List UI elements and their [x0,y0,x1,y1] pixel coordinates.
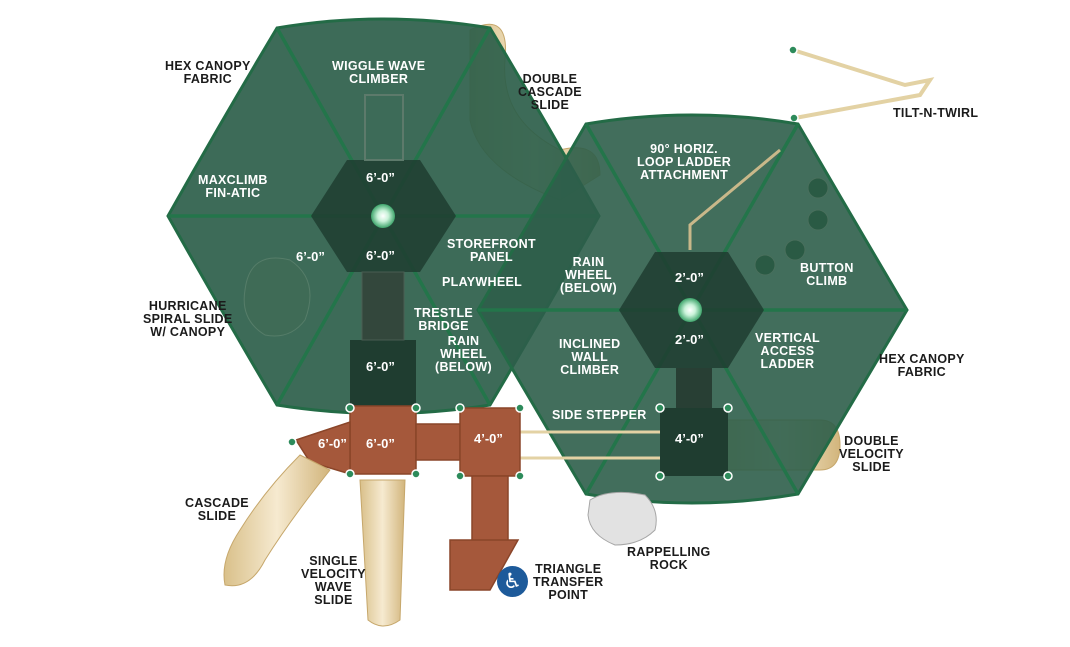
label-cascade-slide: CASCADE SLIDE [185,496,249,523]
label-single-velocity-wave-slide: SINGLE VELOCITY WAVE SLIDE [301,554,366,607]
label-triangle-transfer-point: TRIANGLE TRANSFER POINT [533,562,604,602]
label-maxclimb-fin-atic: MAXCLIMB FIN-ATIC [198,173,268,200]
label-loop-ladder: 90° HORIZ. LOOP LADDER ATTACHMENT [637,142,732,182]
label-inclined-wall-climber: INCLINED WALL CLIMBER [559,337,621,377]
label-tilt-n-twirl: TILT-N-TWIRL [893,106,979,120]
label-hex-canopy-fabric-left: HEX CANOPY FABRIC [165,59,251,86]
label-hex-canopy-fabric-right: HEX CANOPY FABRIC [879,352,965,379]
rappelling-rock-shape [587,491,657,546]
dim-left-tower: 6’-0” [366,359,395,374]
dim-right-hex-bottom: 2’-0” [675,332,704,347]
dim-left-hex-side: 6’-0” [296,249,325,264]
label-rappelling-rock: RAPPELLING ROCK [627,545,711,572]
label-double-velocity-slide: DOUBLE VELOCITY SLIDE [839,434,904,474]
label-playwheel: PLAYWHEEL [442,275,523,289]
label-side-stepper: SIDE STEPPER [552,408,647,422]
dim-left-hex-top: 6’-0” [366,170,395,185]
label-trestle-bridge: TRESTLE BRIDGE [414,306,474,333]
dim-deck-left: 6’-0” [318,436,347,451]
cascade-slide-shape [223,454,331,587]
label-wiggle-wave-climber: WIGGLE WAVE CLIMBER [332,59,426,86]
brown-decks [294,405,521,591]
label-button-climb: BUTTON CLIMB [800,261,854,288]
dim-deck-center: 6’-0” [366,436,395,451]
label-hurricane-spiral-slide: HURRICANE SPIRAL SLIDE W/ CANOPY [143,299,233,339]
label-rain-wheel-left: RAIN WHEEL (BELOW) [435,334,492,374]
dim-right-deck: 4’-0” [675,431,704,446]
dim-right-hex-top: 2’-0” [675,270,704,285]
left-tower-deck [350,340,416,406]
label-storefront-panel: STOREFRONT PANEL [447,237,536,264]
label-double-cascade-slide: DOUBLE CASCADE SLIDE [518,72,582,112]
dim-left-hex-bottom: 6’-0” [366,248,395,263]
corner-posts [287,403,733,481]
right-hex-canopy [476,113,909,505]
trestle-bridge-shape [361,271,405,341]
dim-deck-small: 4’-0” [474,431,503,446]
hurricane-spiral-slide-shape [243,257,311,337]
single-velocity-wave-slide-shape [359,479,406,627]
wiggle-wave-ladder [364,94,404,161]
label-rain-wheel-right: RAIN WHEEL (BELOW) [560,255,617,295]
tilt-n-twirl-spinner [788,45,935,123]
label-vertical-access-ladder: VERTICAL ACCESS LADDER [755,331,820,371]
wheelchair-icon: ♿ [497,566,528,597]
